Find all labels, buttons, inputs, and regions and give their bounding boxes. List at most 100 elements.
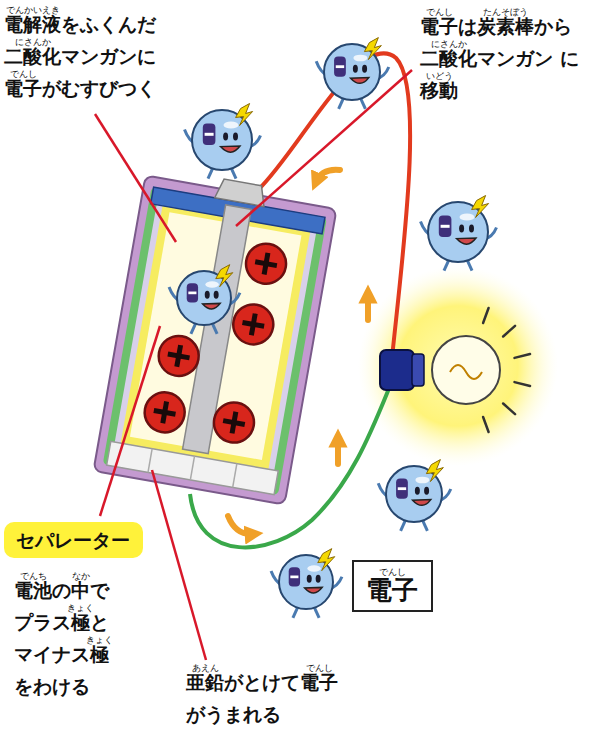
- leader-lines-part: [236, 70, 412, 226]
- node-text: セパレーター: [16, 525, 131, 555]
- furigana: たんそぼう: [483, 7, 528, 17]
- plus-charge-part: [156, 333, 202, 379]
- electron-character-part: [205, 281, 219, 287]
- plus-charge-part: [211, 399, 257, 445]
- plus-charge-part-part: [243, 241, 289, 287]
- furigana: でんかいえき: [6, 5, 60, 15]
- furigana: きょく: [67, 603, 94, 613]
- light-rays-part: [483, 308, 488, 323]
- callout-text: 亜鉛がとけて電子 がうまれる: [186, 666, 349, 730]
- electron-character-part: [459, 224, 464, 232]
- light-rays-part: [503, 403, 515, 414]
- electron-character: [185, 104, 261, 179]
- furigana: にさんか: [15, 37, 51, 47]
- electron-character-part: [351, 78, 369, 84]
- electron-character-part: [413, 500, 431, 506]
- electron-character-part: [460, 213, 475, 220]
- battery-part: [121, 203, 311, 469]
- plus-charge: [142, 228, 290, 449]
- electron-character-part: [236, 104, 253, 126]
- leader-lines-part: [100, 326, 160, 516]
- callout-text: 電子は炭素棒から 二酸化マンガン に移動: [420, 10, 580, 106]
- battery-part: [233, 464, 237, 488]
- plus-charge-part: [243, 241, 289, 287]
- plus-charge-part-part: [262, 252, 271, 275]
- plus-charge-part-part: [230, 411, 239, 434]
- electrons: [169, 38, 496, 618]
- leader-lines-part: [95, 114, 176, 242]
- electron-character-part: [353, 55, 367, 62]
- bulb: [380, 336, 500, 404]
- electron-character-part: [398, 487, 406, 490]
- electron-character-part: [203, 124, 216, 146]
- plus-charge-part-part: [160, 401, 169, 424]
- electron-character-part: [457, 238, 477, 244]
- bulb-part: [412, 354, 424, 386]
- electron-character-part: [426, 460, 443, 482]
- bulb-part: [380, 350, 414, 390]
- callout-text: 電解液をふくんだ 二酸化マンガンに 電子がむすびつく: [4, 8, 164, 104]
- light-glow-part: [358, 266, 558, 466]
- electron-character-part: [188, 292, 196, 295]
- battery: [93, 166, 338, 505]
- electron-character-part: [336, 65, 344, 68]
- electron-character-part: [364, 38, 381, 60]
- electron-character-part: [318, 549, 335, 571]
- electron-character-part: [305, 587, 323, 593]
- battery-part: [93, 175, 336, 504]
- electron-character-part: [221, 146, 241, 152]
- plus-charge-part-part: [249, 313, 258, 336]
- electron-character-part: [424, 487, 429, 495]
- flow-arrows-part: [335, 438, 341, 464]
- furigana: でんし: [306, 663, 333, 673]
- electron-character: [169, 265, 240, 334]
- node-text: 電子: [366, 574, 419, 606]
- electron-character-part: [203, 303, 221, 309]
- furigana: にさんか: [431, 39, 467, 49]
- electron-character-part: [415, 487, 420, 495]
- light-glow: [358, 266, 558, 466]
- light-rays-part: [515, 354, 531, 358]
- electron-character-part: [316, 575, 321, 583]
- flow-arrows: [228, 170, 368, 534]
- electron-character-part: [362, 65, 367, 73]
- light-rays-part: [503, 326, 515, 337]
- electron-character-part: [290, 576, 298, 579]
- battery-part: [148, 449, 152, 473]
- furigana: あえん: [192, 663, 219, 673]
- electron-character-part: [187, 283, 198, 302]
- electron-character: [271, 549, 342, 618]
- electron-character-part: [396, 479, 408, 499]
- plus-charge-part-part: [230, 301, 276, 347]
- furigana: でんし: [379, 567, 406, 577]
- electron-character-part: [205, 291, 210, 299]
- electron-character: [378, 460, 451, 531]
- electron-character-part: [307, 565, 321, 571]
- bulb-part: [450, 365, 482, 379]
- electron-character-part: [216, 265, 233, 287]
- electron-character: [316, 38, 389, 109]
- battery-part: [112, 196, 318, 486]
- plus-charge-part-part: [211, 399, 257, 445]
- electron-character-part: [223, 132, 228, 140]
- plus-charge-part: [230, 301, 276, 347]
- electron-character-part: [224, 121, 239, 128]
- electron-character-part: [334, 57, 346, 77]
- flow-arrows-part: [228, 516, 254, 534]
- furigana: でんし: [10, 69, 37, 79]
- electron-character-part: [472, 196, 489, 218]
- plus-charge-part-part: [174, 345, 183, 368]
- electron-character-part: [307, 575, 312, 583]
- flow-arrows-part: [316, 170, 340, 182]
- battery-part: [107, 441, 279, 494]
- light-rays-part: [483, 417, 488, 432]
- electron-character-part: [469, 224, 474, 232]
- flow-arrows-part: [365, 294, 371, 320]
- electron-character-part: [214, 291, 219, 299]
- furigana: でんち: [20, 571, 47, 581]
- electron-character-part: [205, 133, 214, 136]
- furigana: きょく: [86, 635, 113, 645]
- plus-charge-part-part: [142, 389, 188, 435]
- electron-character-part: [439, 216, 452, 238]
